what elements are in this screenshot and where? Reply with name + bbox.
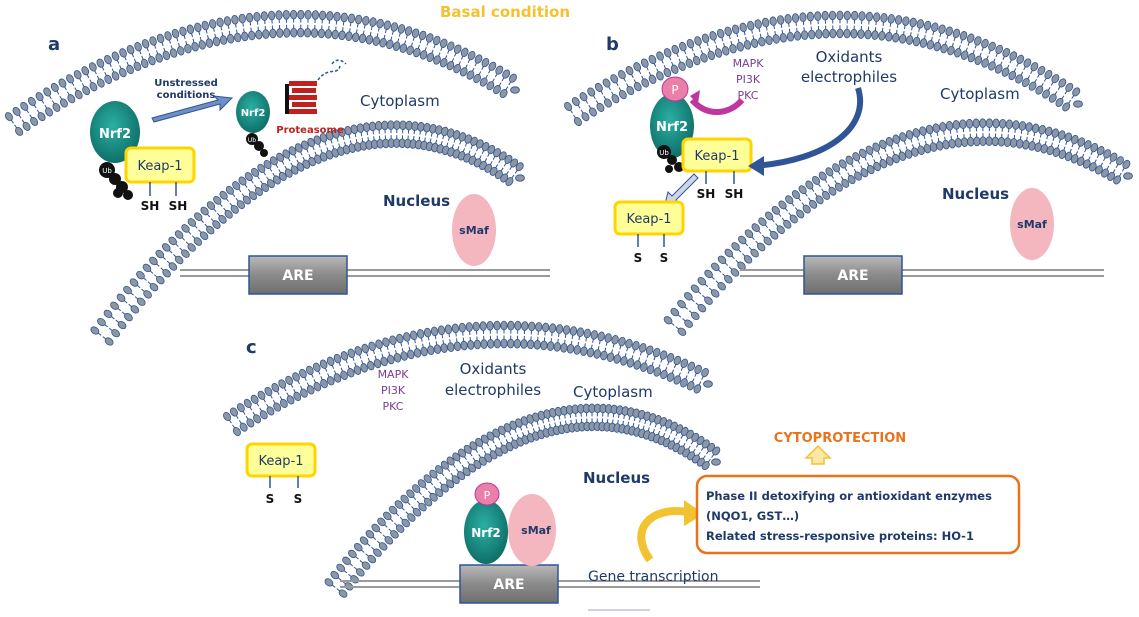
ub-label-b: Ub bbox=[659, 149, 669, 157]
proteasome-label: Proteasome bbox=[276, 125, 344, 136]
are-label-b: ARE bbox=[837, 268, 868, 284]
s-label-c1: S bbox=[266, 492, 275, 506]
keap1-box-a bbox=[124, 146, 196, 184]
membrane-nucleus-a bbox=[90, 120, 525, 346]
cytoplasm-label-b: Cytoplasm bbox=[940, 85, 1020, 103]
ubiquitin-chain-a: Ub bbox=[99, 162, 133, 200]
membrane-cytoplasm-a bbox=[4, 9, 520, 136]
keap1-s-box-b bbox=[613, 200, 685, 236]
oxidants-label-b: Oxidants bbox=[816, 48, 883, 66]
keap1-sh-label-b: Keap-1 bbox=[694, 149, 739, 164]
ub-label-a: Ub bbox=[102, 167, 112, 175]
nrf2-small-a bbox=[236, 91, 270, 133]
phosphate-b bbox=[661, 76, 689, 102]
keap1-label-c: Keap-1 bbox=[258, 454, 303, 469]
cytoplasm-label-a: Cytoplasm bbox=[360, 92, 440, 110]
oxidants-label-c: Oxidants bbox=[460, 360, 527, 378]
panel-label-a: a bbox=[48, 34, 60, 55]
enzymes-box bbox=[695, 474, 1021, 555]
are-label-c: ARE bbox=[493, 577, 524, 593]
nrf2-small-label-a: Nrf2 bbox=[241, 108, 266, 119]
membrane-cytoplasm-c bbox=[223, 320, 713, 437]
oxidant-attack-arrowhead-b bbox=[748, 156, 764, 176]
cytoprotection-label: CYTOPROTECTION bbox=[774, 431, 906, 446]
phosphate-c bbox=[474, 482, 500, 506]
phosphorylation-arrow-b bbox=[689, 97, 745, 116]
smaf-label-b: sMaf bbox=[1017, 218, 1047, 231]
pkc-label-b: PKC bbox=[738, 89, 759, 102]
enzymes-box-line3: Related stress-responsive proteins: HO-1 bbox=[706, 529, 974, 543]
are-box-c bbox=[459, 564, 559, 604]
electrophiles-label-c: electrophiles bbox=[445, 381, 541, 399]
phosphate-label-c: P bbox=[484, 489, 491, 502]
keap1-label-a: Keap-1 bbox=[137, 159, 182, 174]
sh-label-a1: SH bbox=[141, 199, 160, 213]
s-label-c2: S bbox=[294, 492, 303, 506]
electrophiles-label-b: electrophiles bbox=[801, 68, 897, 86]
sh-label-b2: SH bbox=[725, 187, 744, 201]
s-label-b2: S bbox=[660, 251, 669, 265]
are-box-b bbox=[803, 255, 903, 295]
nrf2-c bbox=[464, 500, 508, 564]
smaf-c bbox=[508, 494, 556, 566]
membranes bbox=[4, 9, 1133, 598]
keap1-sh-box-b bbox=[681, 137, 753, 173]
sh-label-b1: SH bbox=[697, 187, 716, 201]
diagram-title: Basal condition bbox=[440, 3, 570, 21]
sh-label-a2: SH bbox=[169, 199, 188, 213]
are-label-a: ARE bbox=[282, 268, 313, 284]
smaf-a bbox=[452, 194, 496, 266]
proteasome-icon bbox=[285, 59, 347, 114]
cytoplasm-label-c: Cytoplasm bbox=[573, 383, 653, 401]
keap1-box-c bbox=[245, 442, 317, 478]
expression-arrowhead-c bbox=[684, 500, 704, 526]
cytoprotection-arrow bbox=[804, 444, 832, 465]
nrf2-label-b: Nrf2 bbox=[656, 120, 688, 135]
mapk-label-b: MAPK bbox=[733, 57, 765, 70]
nucleus-label-b: Nucleus bbox=[942, 185, 1009, 203]
panel-label-c: c bbox=[246, 337, 257, 358]
pkc-label-c: PKC bbox=[383, 400, 404, 413]
nrf2-label-a: Nrf2 bbox=[99, 127, 131, 142]
smaf-label-c: sMaf bbox=[521, 524, 551, 537]
panel-label-b: b bbox=[606, 34, 619, 55]
ub-small-label-a: Ub bbox=[248, 137, 256, 144]
nucleus-label-a: Nucleus bbox=[383, 192, 450, 210]
nucleus-label-c: Nucleus bbox=[583, 469, 650, 487]
phosphate-label-b: P bbox=[671, 83, 678, 97]
membrane-cytoplasm-b bbox=[564, 10, 1083, 127]
smaf-label-a: sMaf bbox=[459, 224, 489, 237]
panel-b: b Cytoplasm Nucleus MAPK PI3K PKC Oxidan… bbox=[606, 34, 1104, 295]
panel-c: c MAPK PI3K PKC Oxidants electrophiles C… bbox=[245, 337, 1021, 611]
phosphorylation-arrowhead-b bbox=[690, 90, 700, 104]
enzymes-box-line2: (NQO1, GST…) bbox=[706, 509, 799, 523]
unstressed-label-1: Unstressed bbox=[154, 78, 218, 89]
gene-transcription-label: Gene transcription bbox=[588, 569, 718, 585]
pi3k-label-c: PI3K bbox=[381, 384, 406, 397]
membrane-nucleus-b bbox=[663, 118, 1133, 336]
unstressed-label-2: conditions bbox=[157, 90, 216, 101]
translocation-arrow-a bbox=[151, 95, 234, 123]
membrane-nucleus-c bbox=[324, 403, 721, 598]
mapk-label-c: MAPK bbox=[378, 368, 410, 381]
s-label-b1: S bbox=[634, 251, 643, 265]
ubiquitin-small-a: Ub bbox=[246, 133, 268, 157]
pi3k-label-b: PI3K bbox=[736, 73, 761, 86]
enzymes-box-line1: Phase II detoxifying or antioxidant enzy… bbox=[706, 489, 992, 503]
panel-a: a Cytoplasm Nucleus Unstressed condition… bbox=[48, 34, 550, 295]
smaf-b bbox=[1010, 188, 1054, 260]
expression-arrow-c bbox=[637, 507, 689, 563]
nrf2-a bbox=[90, 101, 140, 163]
oxidant-attack-arrow-b bbox=[753, 87, 863, 169]
keap1-s-label-b: Keap-1 bbox=[626, 212, 671, 227]
are-box-a bbox=[248, 255, 348, 295]
nrf2-label-c: Nrf2 bbox=[471, 526, 501, 540]
